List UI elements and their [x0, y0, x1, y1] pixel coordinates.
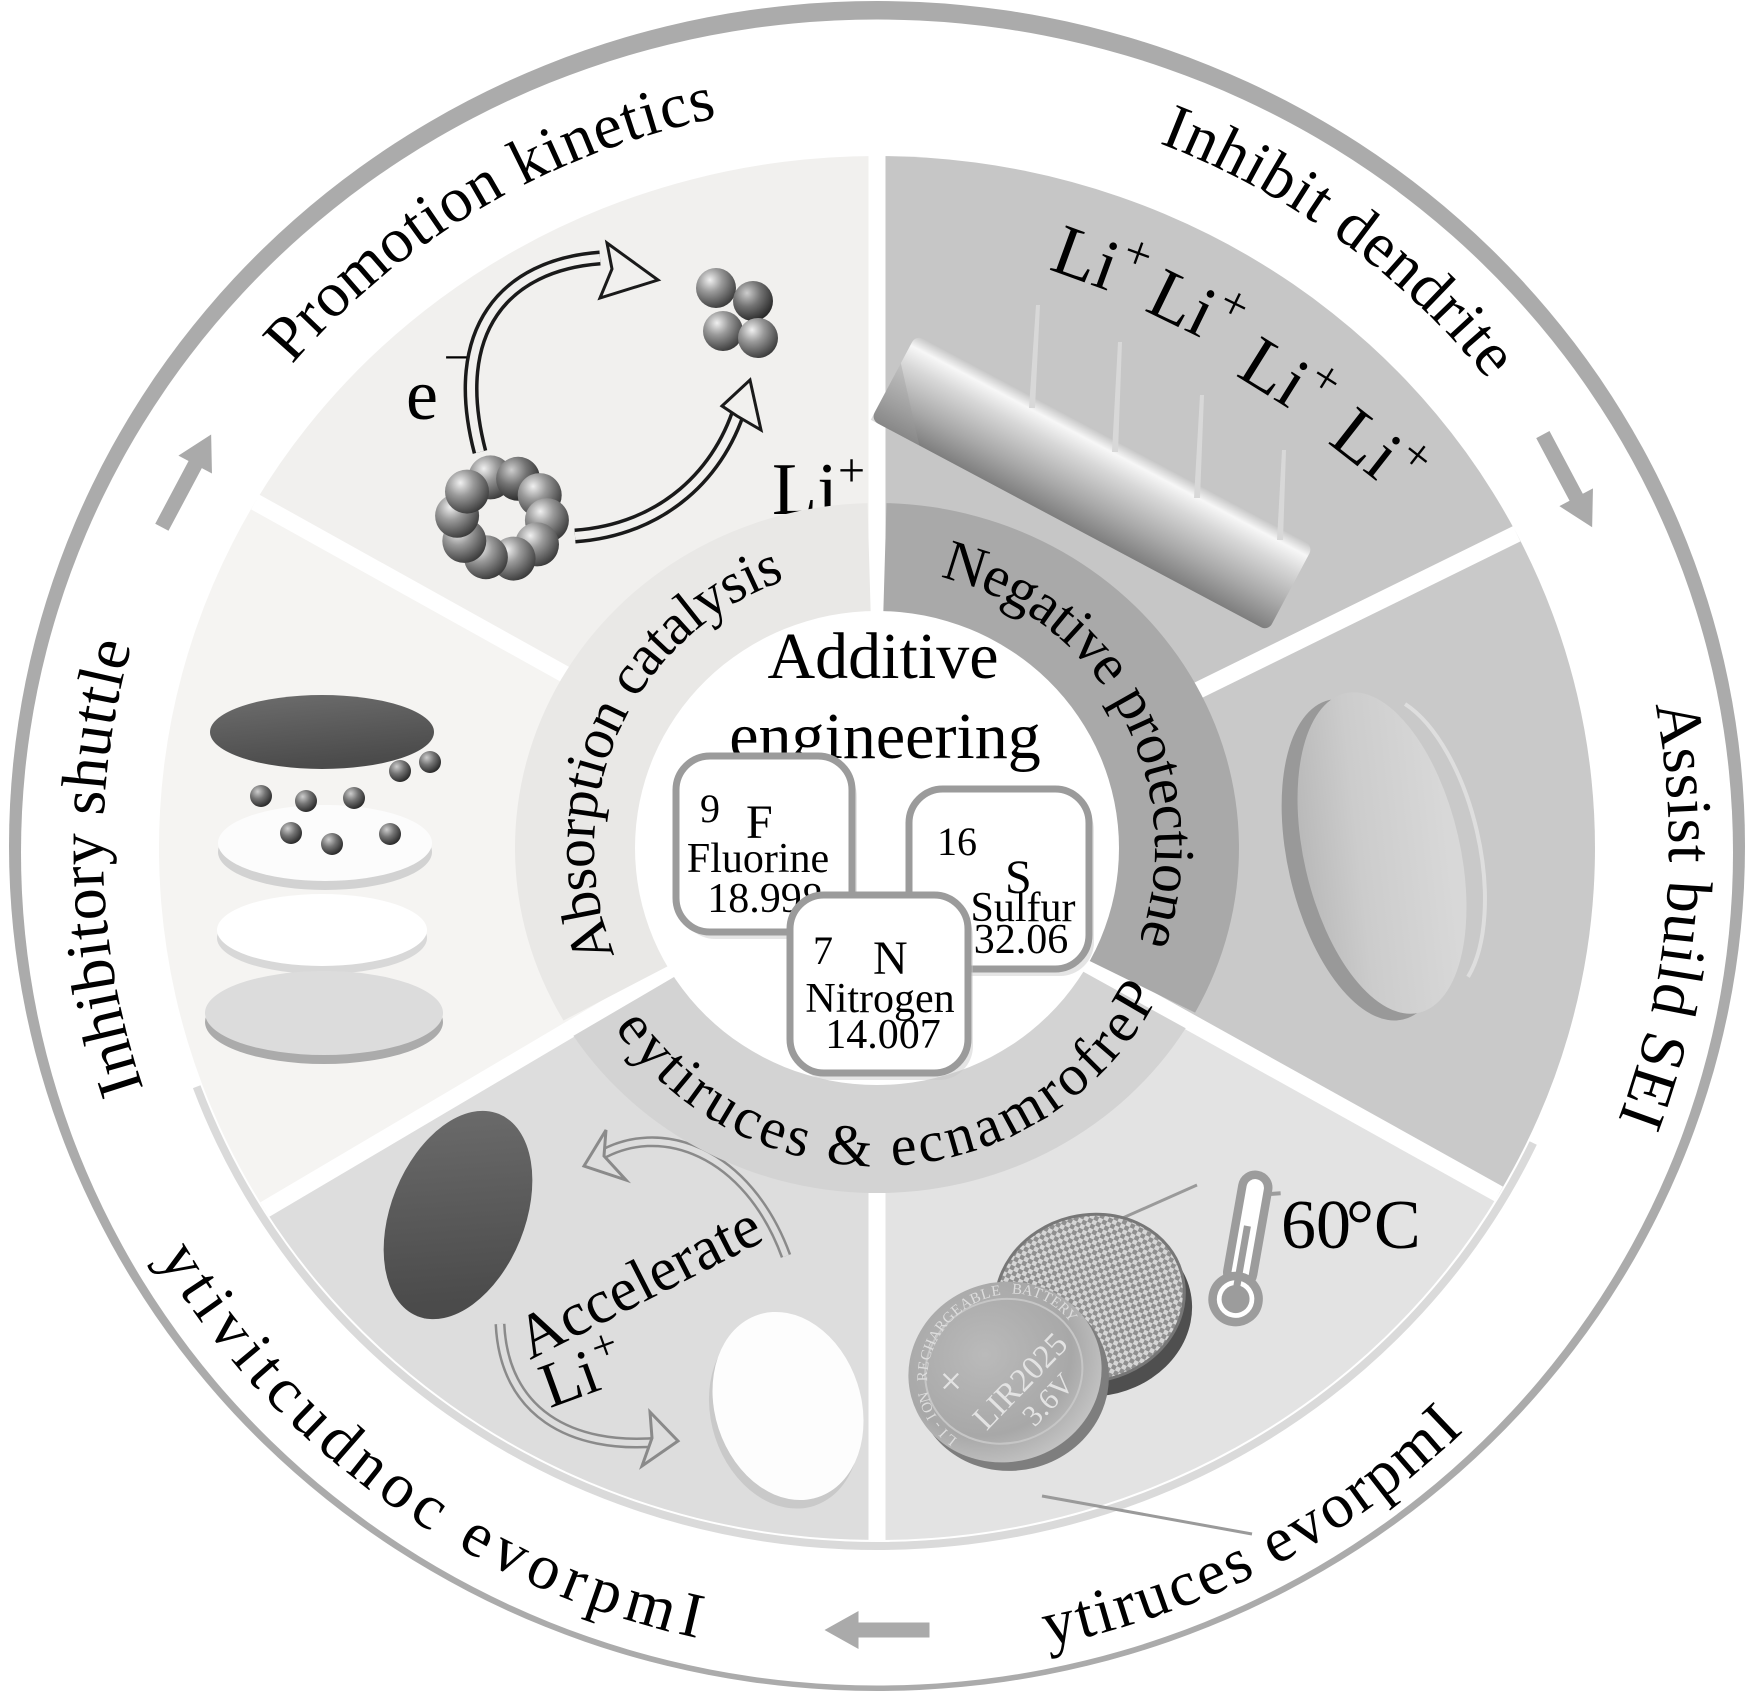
svg-text:L: L [979, 1285, 992, 1303]
svg-text:s: s [47, 788, 119, 817]
svg-text:−: − [444, 333, 469, 382]
svg-text:i: i [1654, 798, 1726, 819]
svg-text:14.007: 14.007 [825, 1012, 941, 1058]
svg-text:B: B [1011, 1281, 1023, 1298]
svg-text:60: 60 [1281, 1187, 1351, 1264]
svg-text:Fluorine: Fluorine [687, 836, 829, 882]
svg-text:+: + [838, 444, 865, 497]
svg-text:t: t [1142, 830, 1207, 848]
svg-text:R: R [915, 1371, 931, 1381]
svg-text:y: y [46, 833, 117, 865]
svg-text:o: o [542, 839, 608, 869]
svg-text:s: s [1652, 771, 1725, 801]
svg-text:i: i [1142, 847, 1207, 865]
svg-text:16: 16 [937, 819, 977, 864]
svg-text:u: u [1649, 910, 1723, 949]
svg-text:F: F [746, 796, 773, 849]
svg-text:b: b [1653, 879, 1726, 915]
svg-text:o: o [47, 886, 120, 923]
svg-text:C: C [918, 1348, 936, 1362]
svg-text:A: A [1020, 1282, 1034, 1300]
svg-text:&: & [824, 1111, 875, 1180]
svg-text:°C: °C [1346, 1187, 1421, 1264]
svg-text:r: r [46, 865, 118, 889]
svg-text:S: S [1005, 851, 1032, 904]
svg-text:E: E [916, 1360, 933, 1371]
svg-text:t: t [1655, 845, 1726, 863]
svg-text:9: 9 [700, 786, 720, 831]
svg-text:N: N [916, 1390, 934, 1405]
svg-text:Nitrogen: Nitrogen [805, 976, 954, 1022]
svg-text:32.06: 32.06 [974, 917, 1069, 963]
svg-text:o: o [1139, 861, 1207, 897]
svg-text:N: N [873, 932, 908, 985]
svg-text:e: e [888, 1112, 919, 1179]
svg-text:E: E [990, 1283, 1002, 1300]
svg-text:e: e [406, 355, 438, 435]
svg-text:s: s [1655, 818, 1727, 844]
svg-text:h: h [48, 753, 122, 792]
svg-text:r: r [542, 817, 608, 840]
svg-text:Sulfur: Sulfur [971, 885, 1076, 931]
svg-text:A: A [1642, 695, 1719, 752]
svg-text:7: 7 [813, 928, 833, 973]
svg-text:Additive: Additive [768, 620, 999, 693]
